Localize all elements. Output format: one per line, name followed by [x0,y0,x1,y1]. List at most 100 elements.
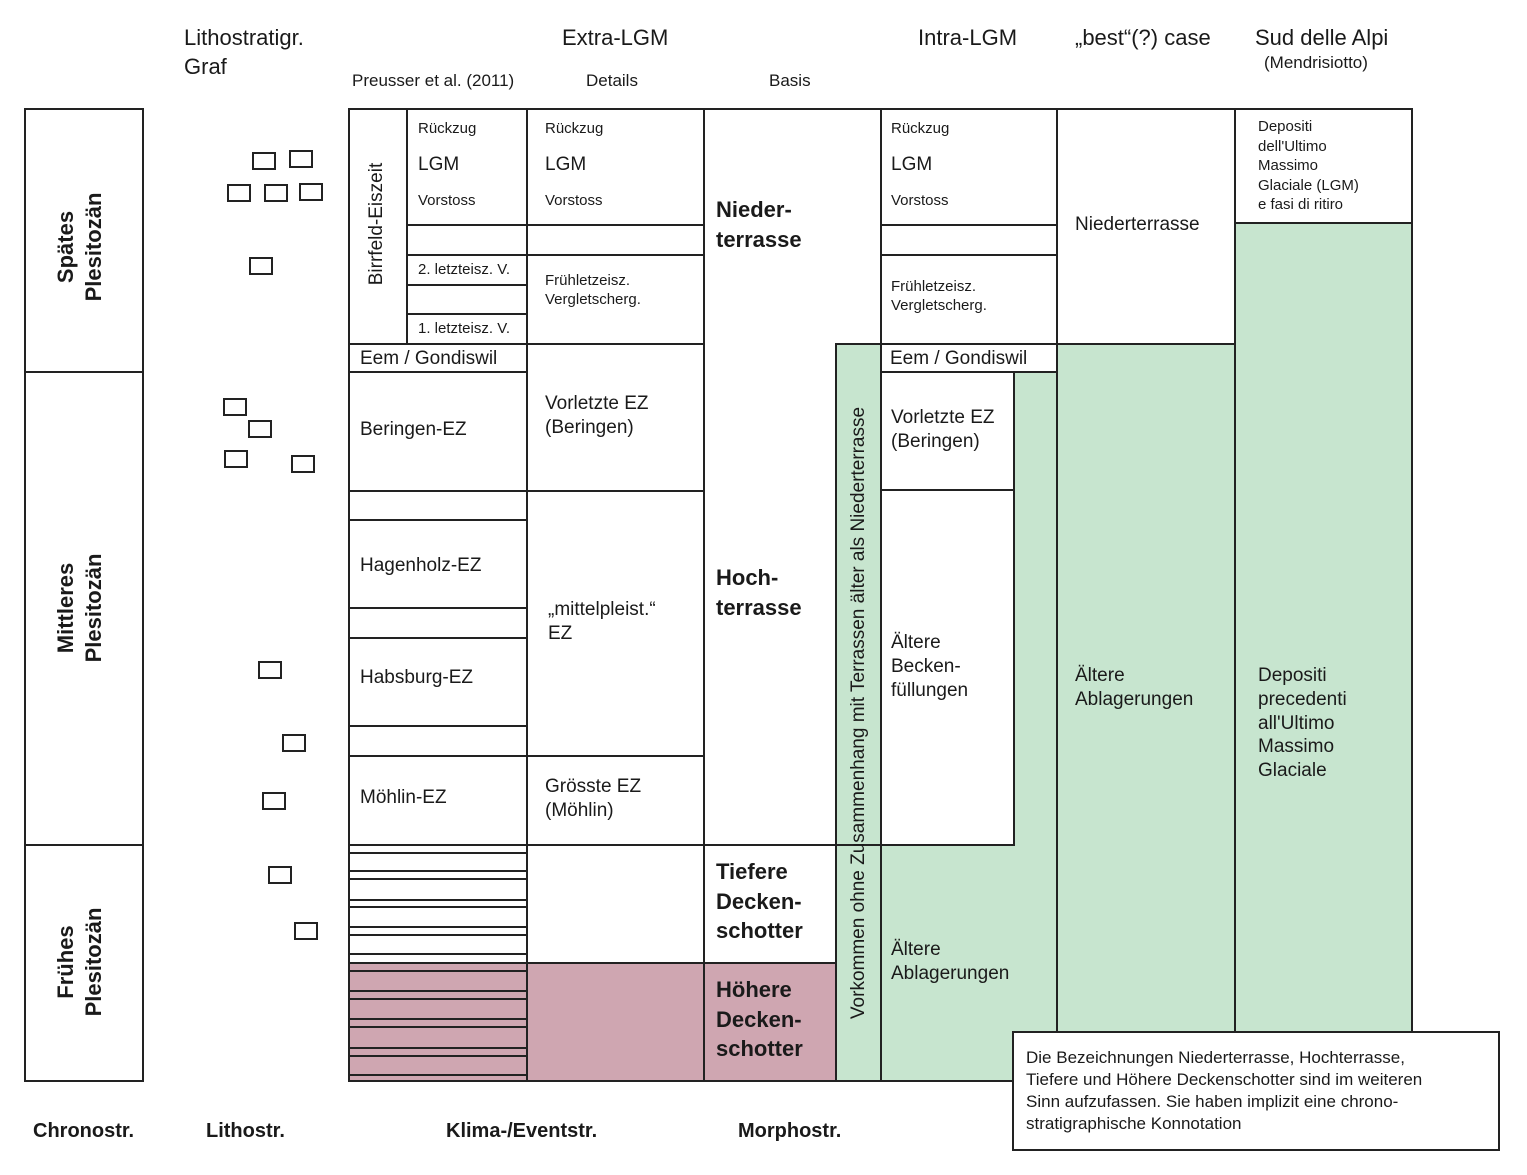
intra-fruhletzeisz: Frühletzeisz. Vergletscherg. [891,278,987,314]
intra-top-line [880,108,1058,110]
preusser-mohlin: Möhlin-EZ [360,787,447,808]
col-separator [1234,108,1236,1082]
row-line [1056,343,1236,345]
row-line [526,490,704,492]
details-fruhletzeisz: Frühletzeisz. Vergletscherg. [545,272,641,308]
lithostrat-unit [289,150,313,168]
chrono-spates: Spätes Plesitozän [53,192,106,302]
intra-left-line [880,108,882,344]
chrono-divider [24,371,144,373]
row-line [406,313,526,315]
best-altere-ablagerungen: Ältere Ablagerungen [1075,665,1194,710]
row-line [348,519,526,521]
footer-morphostr: Morphostr. [738,1120,842,1142]
lithostrat-unit [294,922,318,940]
header-basis: Basis [769,71,811,90]
row-line [348,755,526,757]
right-edge [1411,108,1413,1082]
details-ruckzug: Rückzug [545,120,604,137]
basis-tiefere: Tiefere Decken- schotter [716,859,803,944]
stripe-line [348,870,526,872]
header-mendrisiotto: (Mendrisiotto) [1264,53,1368,72]
row-line [880,343,1058,345]
intra-altere-ablagerungen: Ältere Ablagerungen [891,939,1010,984]
chrono-mittleres: Mittleres Plesitozän [53,553,106,663]
stripe-line [348,906,526,908]
row-line [348,637,526,639]
vorkommen-box [835,343,882,1082]
stripe-line [348,926,526,928]
lithostrat-unit [252,152,276,170]
col-separator [526,108,528,1082]
intra-eem: Eem / Gondiswil [890,348,1028,369]
details-lgm: LGM [545,154,587,175]
preusser-letzteisz2: 2. letzteisz. V. [418,261,510,278]
lithostrat-unit [223,398,247,416]
vorkommen-fill [837,344,881,1082]
details-mittelpleist: „mittelpleist.“ EZ [548,599,656,644]
header-preusser: Preusser et al. (2011) [352,71,515,90]
stripe-line [348,899,526,901]
row-line [348,844,882,846]
intra-older-deposits-fill [882,845,1014,1082]
col-separator [703,108,705,1082]
intra-vorstoss: Vorstoss [891,192,949,209]
stripe-line [348,1047,526,1049]
stripe-line [348,878,526,880]
lithostrat-unit [291,455,315,473]
row-line [526,224,704,226]
stripe-line [348,934,526,936]
stripe-line [348,990,526,992]
lithostrat-unit [224,450,248,468]
bottom-line [880,1080,1058,1082]
stripe-line [348,852,526,854]
header-lithostratigr: Lithostratigr. Graf [184,25,304,79]
intra-vorletzte: Vorletzte EZ (Beringen) [891,407,995,452]
lithostrat-unit [227,184,251,202]
lithostrat-unit [264,184,288,202]
row-line [406,224,526,226]
details-vorstoss: Vorstoss [545,192,603,209]
header-extra-lgm: Extra-LGM [562,25,669,50]
details-grosste: Grösste EZ (Möhlin) [545,776,642,821]
row-line [348,607,526,609]
footer-lithostr: Lithostr. [206,1120,285,1142]
basis-hohere: Höhere Decken- schotter [716,977,803,1062]
basis-hochterrasse: Hoch- terrasse [716,565,802,620]
stripe-line [348,970,526,972]
header-intra-lgm: Intra-LGM [918,25,1018,50]
lithostrat-unit [282,734,306,752]
row-line [880,224,1058,226]
preusser-habsburg: Habsburg-EZ [360,667,473,688]
footer-chronostr: Chronostr. [33,1120,135,1142]
sud-depositi-precedenti: Depositi precedenti all'Ultimo Massimo G… [1258,665,1347,781]
row-line [526,254,704,256]
lithostrat-unit [249,257,273,275]
stripe-line [348,1074,526,1076]
birrfeld-label: Birrfeld-Eiszeit [366,162,387,286]
best-niederterrasse: Niederterrasse [1075,214,1200,235]
stripe-line [348,998,526,1000]
sud-depositi-lgm: Depositi dell'Ultimo Massimo Glaciale (L… [1258,118,1359,213]
col-separator [1056,343,1058,1082]
row-line [348,371,526,373]
header-best-case: „best“(?) case [1075,25,1211,50]
preusser-beringen: Beringen-EZ [360,419,467,440]
header-details: Details [586,71,638,90]
best-case-fill [1057,344,1236,1082]
intra-right-line [1056,108,1058,344]
row-line [880,254,1058,256]
row-line [348,490,526,492]
stripe-line [348,953,526,955]
row-line [880,371,1058,373]
chrono-divider [24,844,144,846]
preusser-hagenholz: Hagenholz-EZ [360,555,482,576]
row-line [1234,222,1413,224]
intra-stepped-fill [1014,372,1057,1082]
step-line [1013,371,1015,846]
row-line [406,254,526,256]
preusser-lgm: LGM [418,154,460,175]
lithostrat-unit [258,661,282,679]
stripe-line [348,1026,526,1028]
row-line [526,755,704,757]
